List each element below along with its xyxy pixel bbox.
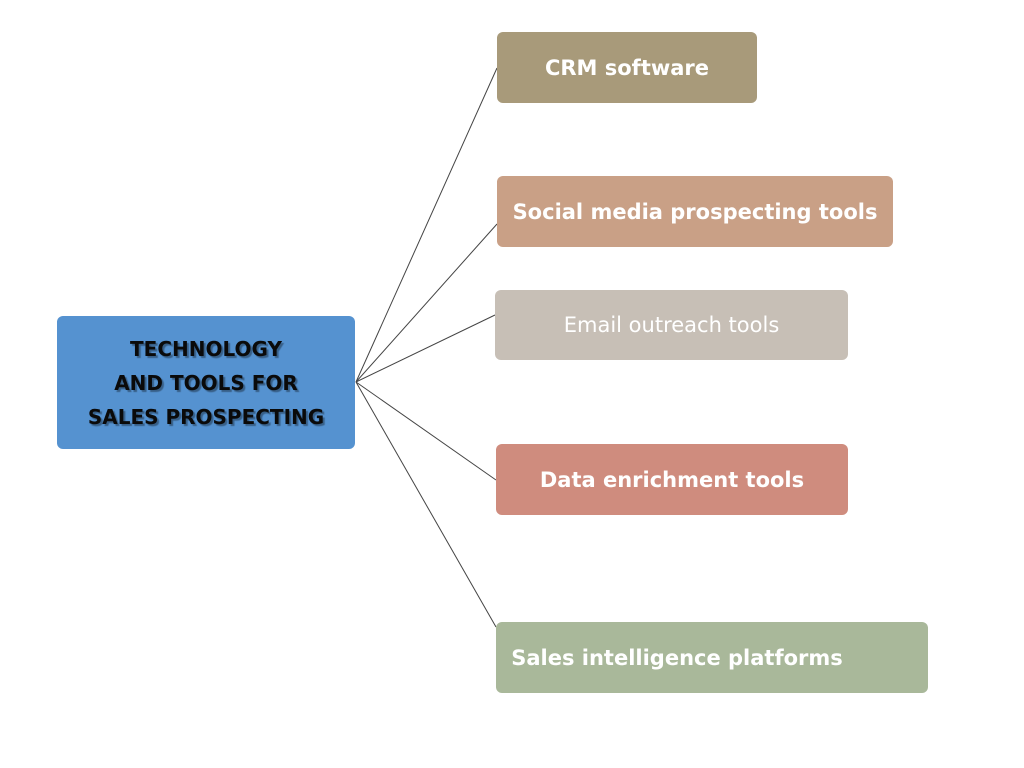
branch-label: Email outreach tools xyxy=(563,313,780,337)
central-topic-node: TECHNOLOGY AND TOOLS FOR SALES PROSPECTI… xyxy=(57,316,355,449)
center-line-3: SALES PROSPECTING xyxy=(87,404,325,429)
branch-label: Sales intelligence platforms xyxy=(511,645,843,670)
branch-label: Social media prospecting tools xyxy=(512,199,878,224)
connector-crm xyxy=(355,67,498,383)
connector-sales xyxy=(355,381,497,628)
branch-data-enrichment-tools: Data enrichment tools xyxy=(496,444,848,515)
center-line-2: AND TOOLS FOR xyxy=(114,370,298,395)
connector-data xyxy=(355,381,497,481)
branch-social-media-tools: Social media prospecting tools xyxy=(497,176,893,247)
branch-sales-intelligence-platforms: Sales intelligence platforms xyxy=(496,622,928,693)
connector-social xyxy=(355,223,498,383)
branch-label: Data enrichment tools xyxy=(539,467,805,492)
branch-crm-software: CRM software xyxy=(497,32,757,103)
branch-label: CRM software xyxy=(544,55,710,80)
branch-email-outreach-tools: Email outreach tools xyxy=(495,290,848,360)
connector-email xyxy=(355,314,496,383)
center-line-1: TECHNOLOGY xyxy=(130,336,282,361)
